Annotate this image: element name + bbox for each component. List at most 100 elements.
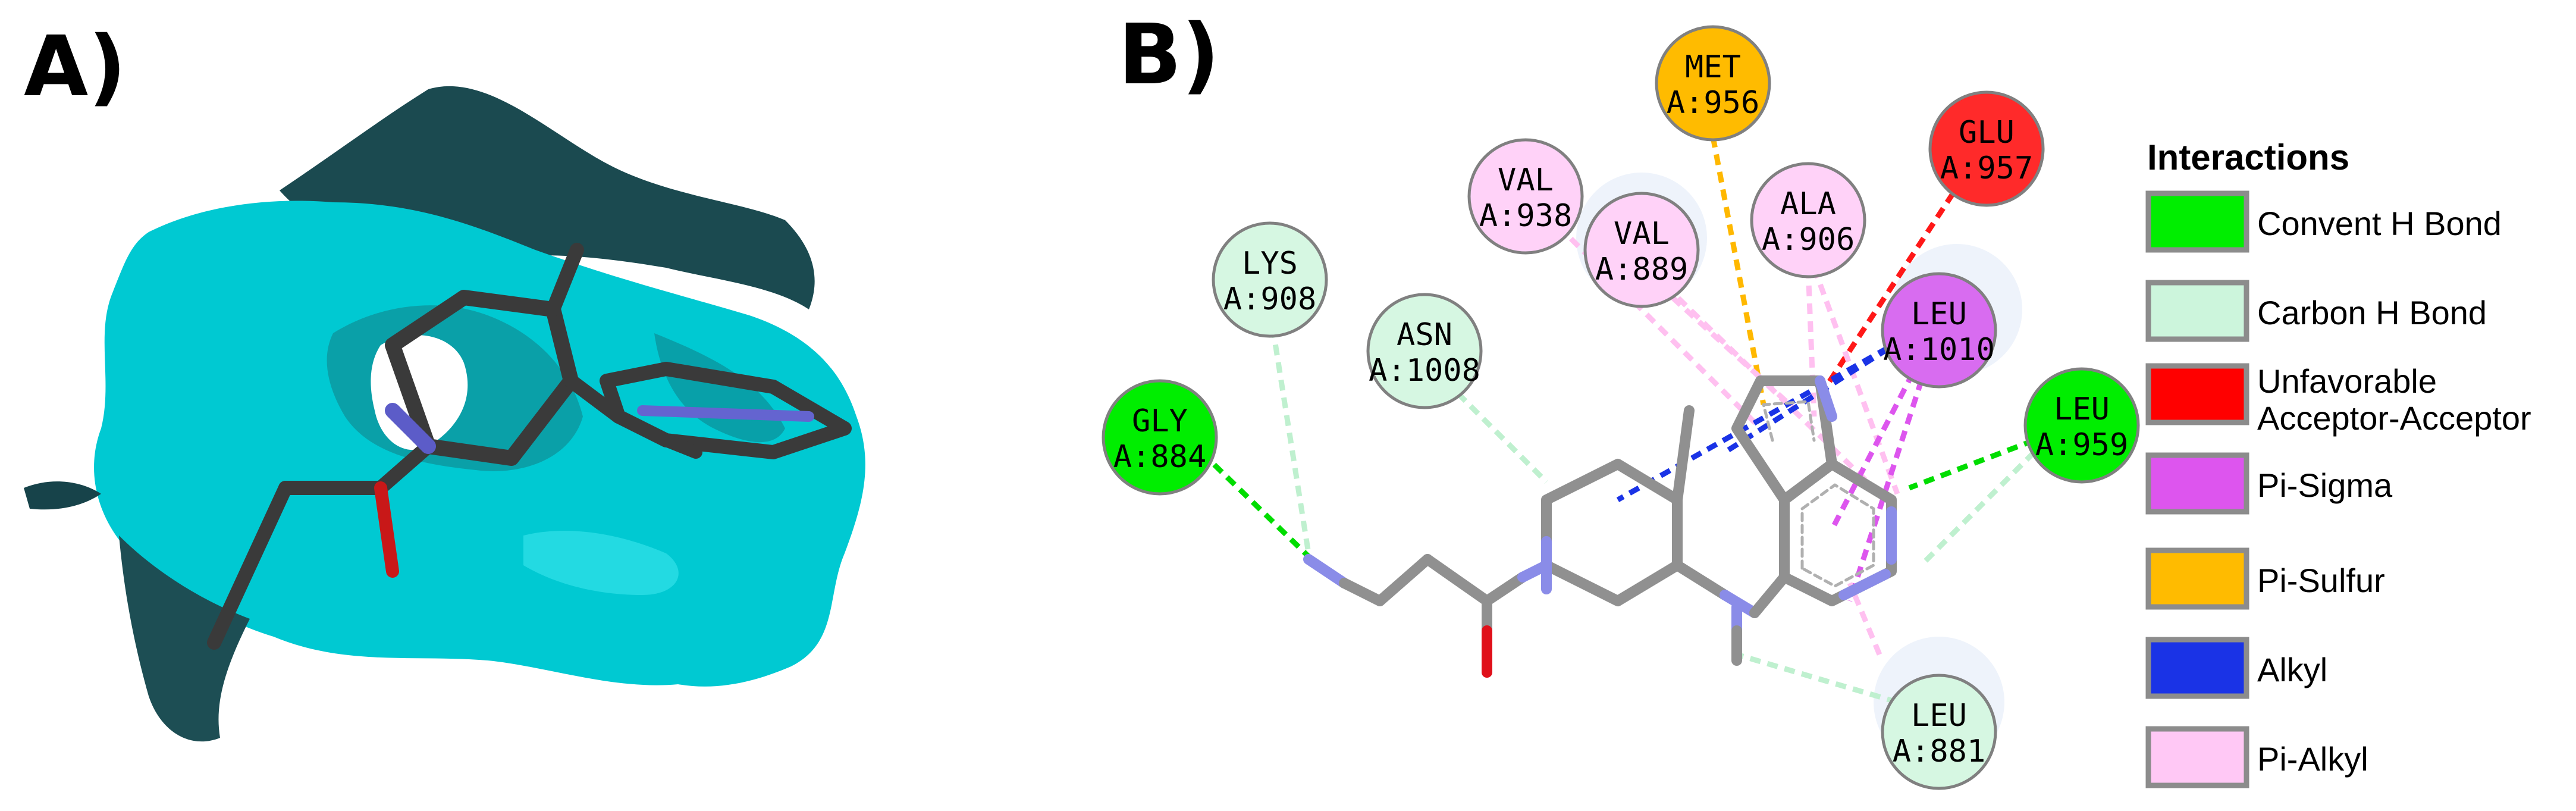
- line-leu881b: [1847, 582, 1882, 656]
- line-leu881: [1736, 652, 1899, 705]
- residue-val938: VAL A:938: [1467, 138, 1584, 255]
- legend-label-line1: Unfavorable: [2257, 362, 2437, 400]
- line-ala906b: [1811, 267, 1900, 495]
- legend-label: Carbon H Bond: [2257, 294, 2487, 331]
- legend-swatch: [2145, 452, 2249, 515]
- panel-b-label: B): [1118, 7, 1220, 104]
- residue-circle: [2023, 367, 2140, 484]
- line-leu1010-d: [1847, 362, 1930, 602]
- residue-val889: VAL A:889: [1583, 192, 1700, 308]
- line-ala906: [1805, 267, 1817, 417]
- line-leu959: [1908, 437, 2035, 491]
- residue-name: MET: [1685, 49, 1741, 85]
- line-lys908: [1267, 309, 1311, 554]
- line-val938: [1556, 224, 1763, 431]
- surface-back-wall: [280, 86, 815, 309]
- legend-label: Convent H Bond: [2257, 205, 2502, 242]
- link-c: [1672, 560, 1730, 600]
- pyrrole-nh: [1815, 375, 1837, 422]
- residue-glu957: GLU A:957: [1928, 90, 2045, 207]
- line-val889: [1657, 283, 1799, 413]
- residue-name: LYS: [1242, 246, 1298, 281]
- residue-number: A:938: [1479, 198, 1573, 234]
- residue-number: A:884: [1113, 439, 1207, 475]
- residue-name: VAL: [1498, 162, 1554, 198]
- residue-name: ALA: [1780, 186, 1836, 222]
- legend-swatch: [2145, 726, 2249, 788]
- residue-number: A:956: [1667, 85, 1760, 121]
- legend-swatch: [2145, 280, 2249, 342]
- legend-label: Alkyl: [2257, 651, 2327, 688]
- nitrile-n: [1303, 554, 1350, 588]
- ligand-3d-methyl: [546, 243, 584, 317]
- interactions-legend: Interactions Convent H Bond Carbon H Bon…: [2145, 137, 2531, 788]
- residue-name: LEU: [2054, 392, 2110, 427]
- line-met956: [1710, 136, 1767, 405]
- residue-leu959: LEU A:959: [2023, 367, 2140, 484]
- ring-methyl: [1672, 405, 1695, 505]
- ligand-3d-methyl2: [660, 434, 702, 459]
- residue-circle: [1366, 293, 1483, 409]
- residue-number: A:908: [1223, 281, 1317, 317]
- line-leu1010-c: [1830, 355, 1924, 531]
- legend-item-convent-h-bond: Convent H Bond: [2145, 190, 2502, 253]
- residue-leu881: LEU A:881: [1881, 674, 1997, 790]
- residue-circle: [1928, 90, 2045, 207]
- legend-label: Pi-Alkyl: [2257, 740, 2368, 778]
- residue-number: A:906: [1762, 222, 1855, 258]
- legend-item-pi-alkyl: Pi-Alkyl: [2145, 726, 2368, 788]
- legend-label-line2: Acceptor-Acceptor: [2257, 399, 2531, 437]
- line-leu1010-a: [1616, 337, 1905, 502]
- link-c2: [1749, 572, 1790, 618]
- ligand-3d-arm1: [374, 439, 435, 495]
- residue-circle: [1881, 272, 1997, 389]
- surface-lower-lip: [119, 536, 250, 742]
- residue-lys908: LYS A:908: [1212, 221, 1328, 338]
- residue-circle: [1467, 138, 1584, 255]
- residue-circle: [1750, 162, 1866, 278]
- residue-name: VAL: [1614, 216, 1670, 252]
- residue-number: A:1008: [1369, 353, 1480, 389]
- pyrimidine-n2: [1838, 569, 1891, 600]
- surface-highlight: [523, 530, 679, 595]
- residue-leu1010: LEU A:1010: [1881, 272, 1997, 389]
- residue-number: A:889: [1595, 252, 1689, 287]
- residue-name: LEU: [1911, 296, 1967, 332]
- panel-b: B): [1102, 7, 2531, 790]
- nitrile-c: [1339, 578, 1385, 606]
- ligand-3d-n1: [385, 403, 436, 454]
- legend-swatch: [2145, 363, 2249, 425]
- residue-number: A:959: [2035, 427, 2129, 463]
- line-glu957: [1824, 177, 1965, 389]
- legend-item-unfavorable: Unfavorable Acceptor-Acceptor: [2145, 362, 2531, 437]
- residue-circle: [1102, 379, 1218, 496]
- line-val889b: [1663, 283, 1876, 490]
- legend-item-pi-sigma: Pi-Sigma: [2145, 452, 2393, 515]
- legend-item-pi-sulfur: Pi-Sulfur: [2145, 547, 2385, 610]
- panel-a-label: A): [24, 18, 126, 115]
- residue-number: A:957: [1940, 151, 2034, 186]
- pyrrole-aromatic: [1762, 400, 1816, 442]
- line-gly884: [1199, 450, 1314, 562]
- chain1: [1375, 554, 1433, 606]
- residue-name: ASN: [1397, 317, 1452, 353]
- legend-label: Pi-Sulfur: [2257, 562, 2385, 599]
- legend-label: Unfavorable Acceptor-Acceptor: [2257, 362, 2531, 437]
- legend-item-carbon-h-bond: Carbon H Bond: [2145, 280, 2487, 342]
- residue-gly884: GLY A:884: [1102, 379, 1218, 496]
- legend-swatch: [2145, 190, 2249, 253]
- pyrimidine-aromatic: [1800, 483, 1875, 588]
- residue-circle: [1212, 221, 1328, 338]
- legend-title: Interactions: [2147, 137, 2349, 177]
- residue-name: LEU: [1911, 698, 1967, 734]
- residue-number: A:881: [1893, 734, 1986, 769]
- legend-swatch: [2145, 637, 2249, 699]
- residue-circle: [1881, 674, 1997, 790]
- amide-cn: [1482, 572, 1528, 606]
- ligand-3d-carbonyl: [374, 481, 399, 578]
- ligand-3d-sticks: [207, 243, 852, 650]
- line-leu959b: [1919, 450, 2037, 568]
- chain2: [1422, 554, 1492, 606]
- residue-number: A:1010: [1883, 332, 1995, 368]
- residue-asn1008: ASN A:1008: [1366, 293, 1483, 409]
